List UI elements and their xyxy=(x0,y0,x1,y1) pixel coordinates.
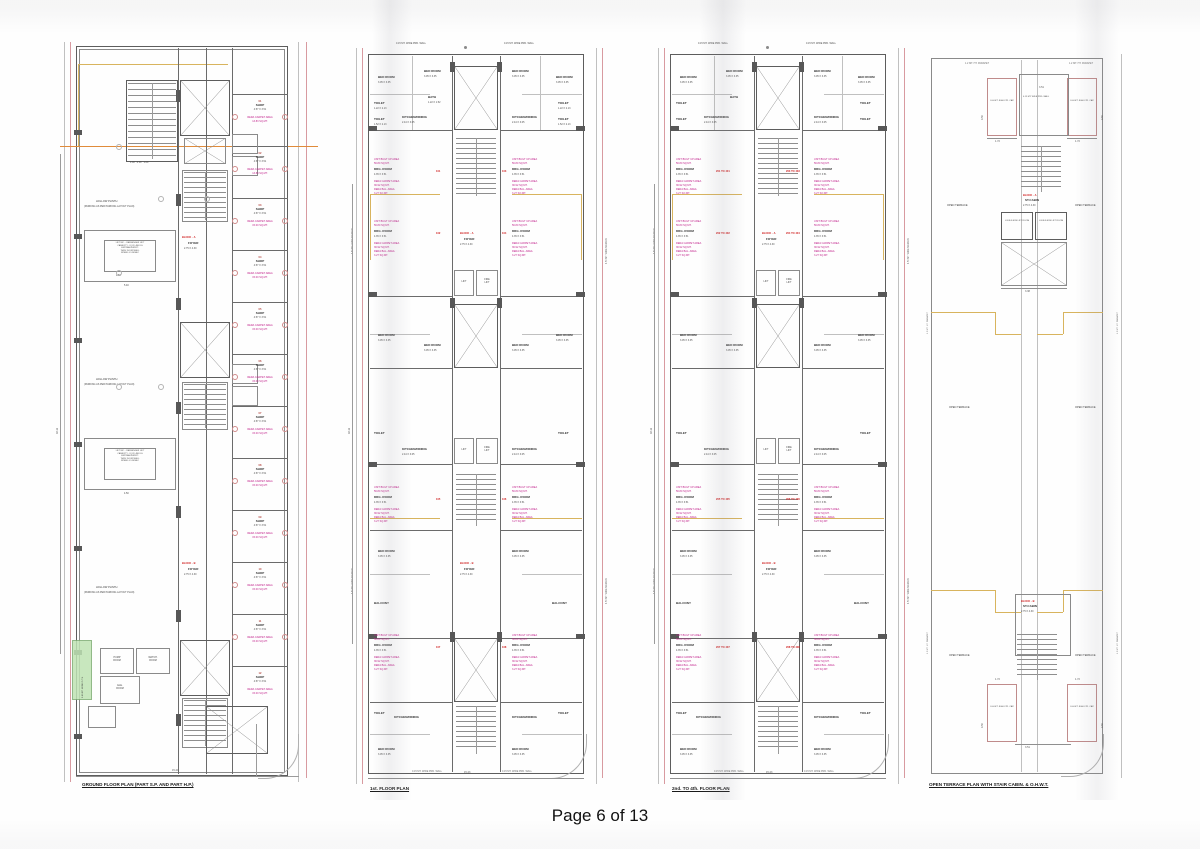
block-a-label: BLOCK - A xyxy=(762,232,776,235)
overall-depth-dim: 43.11 xyxy=(56,427,59,434)
open-terrace-label-4: OPEN TERRACE xyxy=(1075,406,1096,409)
open-terrace-label-1: OPEN TERRACE xyxy=(947,204,968,207)
open-terrace-label-6: OPEN TERRACE xyxy=(1075,654,1096,657)
wall-note-2: 0.15 MT. WIDE PRD. WALL xyxy=(504,42,534,45)
lift-shaft xyxy=(180,80,230,136)
parapet-note-left: 1.2 MT. HT. PARAPET xyxy=(927,311,929,334)
ohwt-label-left: O.H.W.T. 8000 LTR. CAP. xyxy=(989,100,1015,102)
block-a-foyer: FOYER xyxy=(464,237,475,241)
plan-title-ground: GROUND FLOOR PLAN (PART S.P. AND PART H.… xyxy=(82,782,194,787)
block-a-foyer: FOYER xyxy=(188,241,199,245)
block-b-foyer: FOYER xyxy=(464,567,475,571)
terrace-outline xyxy=(931,58,1103,774)
note-hollow-plinth-2: HOLLOW PLINTH xyxy=(96,378,118,381)
room-label-bath: BATH xyxy=(428,95,437,99)
building-outline xyxy=(368,54,584,774)
room-label-toilet: TOILET xyxy=(374,101,385,105)
block-b-label: BLOCK - B xyxy=(182,562,196,565)
terrace-block-b: BLOCK - B xyxy=(1021,600,1035,603)
lift-room-label-right: L.M.B./LESS LIFT ROOM xyxy=(1038,220,1064,222)
note-hollow-plinth-3: HOLLOW PLINTH xyxy=(96,586,118,589)
building-outline xyxy=(670,54,886,774)
room-pump xyxy=(100,648,134,674)
unit-number: 101 xyxy=(436,170,441,173)
wall-note-1: 0.15 MT. WIDE PRD. WALL xyxy=(396,42,426,45)
building-outline-inner xyxy=(79,49,285,773)
overall-width-dim: 15.43 xyxy=(766,771,773,774)
ohwt-tank-right xyxy=(1067,78,1097,136)
equipment-note-box-2 xyxy=(84,438,176,490)
open-terrace-label-5: OPEN TERRACE xyxy=(949,654,970,657)
plan-panel-upper: 0.15 MT. WIDE PRD. WALL 0.15 MT. WIDE PR… xyxy=(650,42,910,791)
stair-cabin-top xyxy=(1019,74,1069,136)
landscape-strip xyxy=(72,640,92,700)
plan-title-terrace: OPEN TERRACE PLAN WITH STAIR CABIN. & O.… xyxy=(929,782,1049,787)
lift-room-right xyxy=(1035,212,1067,240)
plan-panel-terrace: O.H.W.T. 8000 LTR. CAP. O.H.W.T. 8000 LT… xyxy=(925,34,1135,794)
room-label-bedroom: BED ROOM xyxy=(378,75,395,79)
block-a-label: BLOCK - A xyxy=(460,232,474,235)
room-label-kitchen: KITCHEN/DINING xyxy=(402,115,427,119)
block-a-dim: 2.75 X 4.30 xyxy=(184,247,197,250)
open-terrace-label-2: OPEN TERRACE xyxy=(1075,204,1096,207)
ohwt-tank-left xyxy=(987,78,1017,136)
plan-title-upper: 2nd. TO 4th. FLOOR PLAN xyxy=(672,786,730,791)
block-b-foyer: FOYER xyxy=(188,567,199,571)
lift-room-label-left: L.M.B./LESS LIFT ROOM xyxy=(1004,220,1030,222)
unit-number: 201 TO 401 xyxy=(716,170,730,173)
plan-panel-ground: 1.00 0.30 1.00 HOLLOW PLINTH (PARKING AS… xyxy=(56,34,320,794)
ohwt-label-right: O.H.W.T. 8000 LTR. CAP. xyxy=(1069,100,1095,102)
overall-width-dim: 15.43 xyxy=(464,771,471,774)
shop-no: 01 xyxy=(258,100,262,103)
plan-title-first: 1st. FLOOR PLAN xyxy=(370,786,410,791)
building-outline xyxy=(76,46,288,776)
staircase xyxy=(126,80,178,162)
shop-label: SHOP xyxy=(255,103,265,107)
overall-width-dim: 15.40 xyxy=(172,769,179,772)
block-b-label: BLOCK - B xyxy=(762,562,776,565)
stair-dim: 1.00 0.30 1.00 xyxy=(130,161,149,164)
plan-panel-first: 0.15 MT. WIDE PRD. WALL 0.15 MT. WIDE PR… xyxy=(348,42,608,791)
room-ele xyxy=(100,676,140,704)
page-footer: Page 6 of 13 xyxy=(551,806,649,825)
open-terrace-label-3: OPEN TERRACE xyxy=(949,406,970,409)
lift-room-left xyxy=(1001,212,1033,240)
block-a-label: BLOCK - A xyxy=(182,236,196,239)
equipment-note-box-1 xyxy=(84,230,176,282)
block-b-label: BLOCK - B xyxy=(460,562,474,565)
note-hollow-plinth-1: HOLLOW PLINTH xyxy=(96,200,118,203)
room-watchman xyxy=(136,648,170,674)
wall-note-terrace: 0.15 MT. WIDE PRD. WALL xyxy=(1023,96,1050,98)
